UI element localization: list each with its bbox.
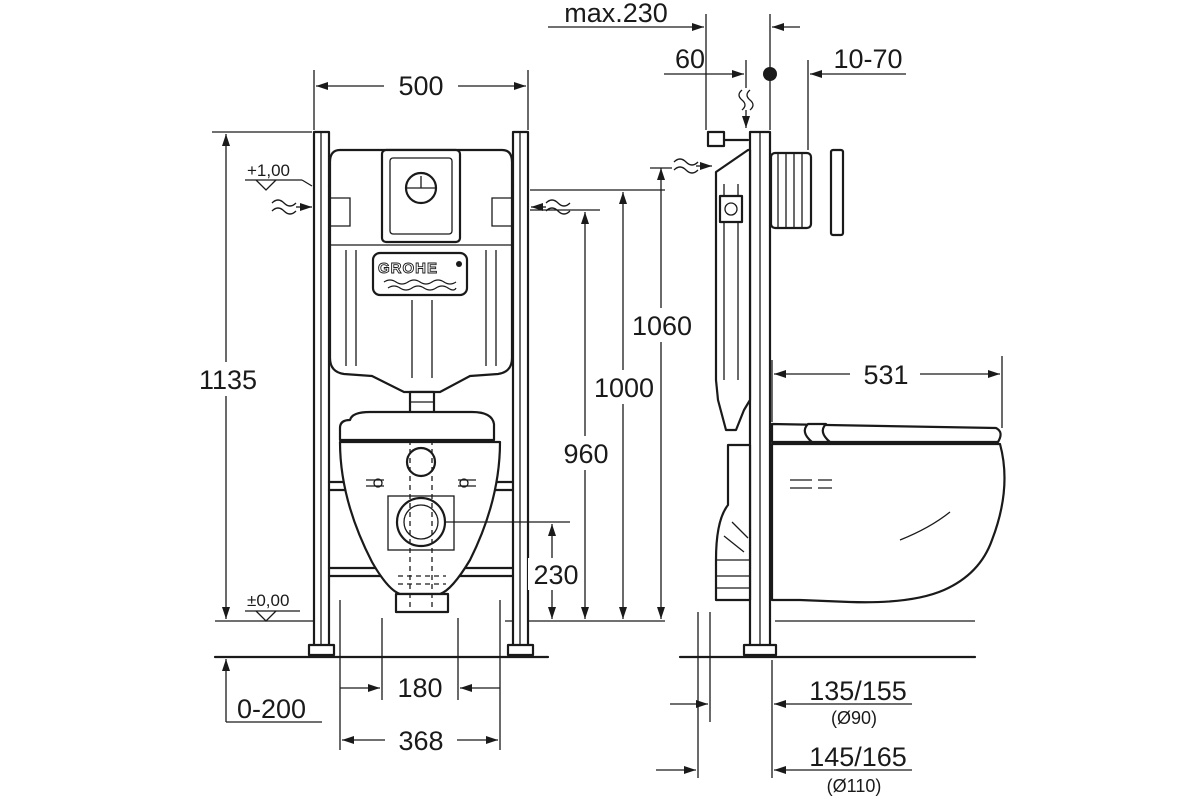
dimension-10-70: 10-70	[810, 44, 906, 78]
dim-135-155-diameter: (Ø90)	[831, 708, 877, 728]
dim-1135-label: 1135	[199, 365, 257, 395]
dim-145-165-diameter: (Ø110)	[827, 776, 882, 796]
dim-1060-label: 1060	[632, 311, 692, 341]
level-mark-top: +1,00	[245, 161, 313, 191]
front-wc-pan	[338, 410, 502, 614]
dim-max-230-label: max.230	[564, 0, 668, 28]
brand-logo-text: GROHE	[378, 260, 438, 277]
level-top-label: +1,00	[247, 161, 290, 180]
water-supply-right-icon	[531, 199, 571, 215]
dim-135-155-label: 135/155	[809, 676, 907, 706]
water-supply-left-icon	[271, 199, 312, 215]
dimension-0-200: 0-200	[222, 659, 322, 724]
dimension-531: 531	[774, 358, 1000, 390]
dim-500-label: 500	[398, 71, 443, 101]
side-wc-pan	[770, 422, 1006, 604]
dimension-135-155: 135/155 (Ø90)	[670, 676, 912, 728]
dim-531-label: 531	[863, 360, 908, 390]
dimension-60: 60	[664, 44, 744, 78]
dimension-230-drain: 230	[528, 524, 584, 619]
level-floor-label: ±0,00	[247, 591, 289, 610]
dim-145-165-label: 145/165	[809, 742, 907, 772]
dimension-500: 500	[316, 70, 526, 102]
side-frame	[706, 130, 845, 657]
dim-1000-label: 1000	[594, 373, 654, 403]
dimension-1000: 1000	[590, 192, 658, 619]
side-water-top-icon	[738, 89, 754, 128]
side-water-left-icon	[673, 158, 712, 174]
front-extension-lines	[212, 70, 665, 750]
dim-180-label: 180	[397, 673, 442, 703]
dim-10-70-label: 10-70	[833, 44, 902, 74]
level-mark-floor: ±0,00	[245, 591, 300, 622]
dim-0-200-label: 0-200	[237, 694, 306, 724]
dimension-max-230: max.230	[548, 0, 800, 31]
dimension-145-165: 145/165 (Ø110)	[656, 742, 912, 796]
dim-960-label: 960	[563, 439, 608, 469]
dimension-180: 180	[340, 673, 500, 703]
dim-230-drain-label: 230	[533, 560, 578, 590]
dimension-1135: 1135	[194, 134, 260, 619]
dimension-1060: 1060	[628, 167, 696, 619]
dim-368-label: 368	[398, 726, 443, 756]
dimension-960: 960	[558, 212, 614, 619]
dim-60-label: 60	[675, 44, 705, 74]
dimension-368: 368	[342, 724, 498, 756]
centerline-dot-icon	[763, 67, 777, 81]
front-cistern: GROHE	[328, 148, 514, 442]
